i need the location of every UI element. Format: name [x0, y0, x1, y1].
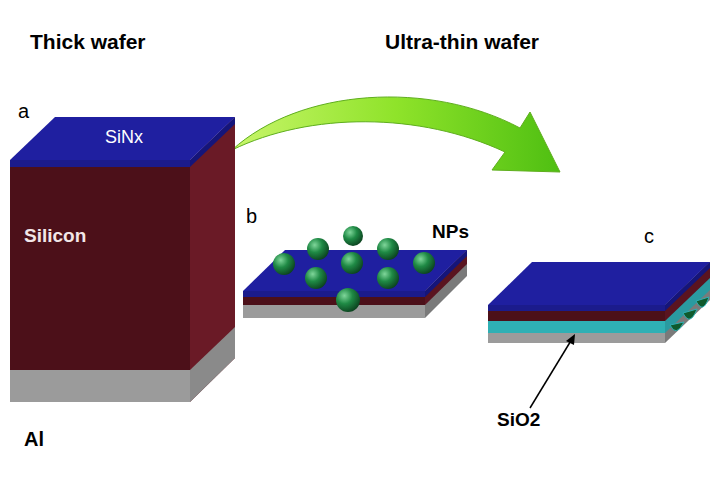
layer-label: SiO2 — [497, 410, 540, 431]
transition-arrow — [232, 97, 560, 172]
thin-wafer-sio2 — [488, 262, 710, 408]
panel-letter: c — [644, 225, 654, 247]
layer-label: Silicon — [24, 226, 86, 247]
particle-label: NPs — [432, 222, 469, 243]
thick-wafer — [10, 117, 235, 402]
title-label: Ultra-thin wafer — [385, 30, 539, 53]
layer-label: SiNx — [105, 128, 143, 148]
panel-letter: b — [246, 205, 257, 227]
title-label: Thick wafer — [30, 30, 146, 53]
layer-label: Al — [24, 428, 44, 450]
nanoparticles — [273, 226, 435, 312]
panel-letter: a — [18, 100, 29, 122]
